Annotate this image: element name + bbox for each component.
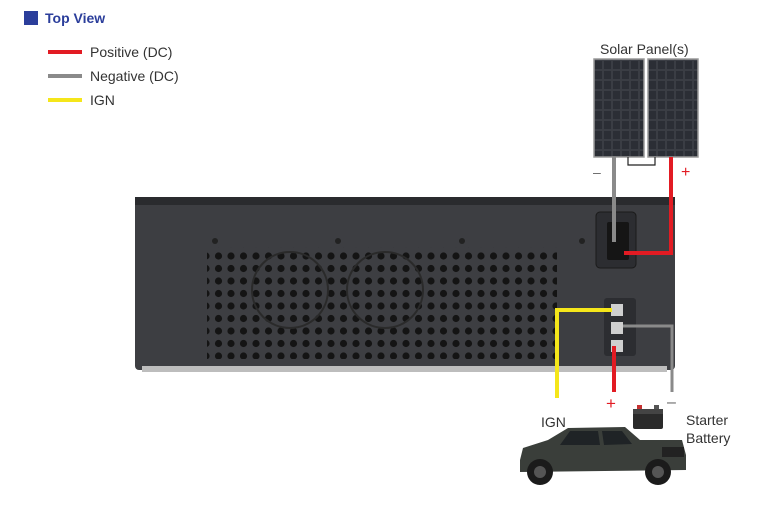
starter-label: Starter [686, 412, 729, 428]
legend-swatch-positive [48, 50, 82, 54]
ign-label: IGN [541, 414, 566, 430]
legend-label: Negative (DC) [90, 68, 179, 84]
battery-plus-label: + [606, 394, 616, 413]
battery-negative-wire [623, 324, 674, 392]
header: Top View [24, 10, 105, 26]
solar-panel-left [593, 58, 645, 158]
solar-panel-label: Solar Panel(s) [600, 41, 689, 57]
legend: Positive (DC) Negative (DC) IGN [48, 40, 179, 112]
solar-positive-wire [624, 157, 673, 255]
vent-holes [207, 247, 557, 359]
inverter-unit [135, 197, 675, 372]
solar-minus-label: – [593, 164, 601, 180]
battery-label: Battery [686, 430, 731, 446]
starter-battery-icon [633, 405, 663, 429]
battery-minus-label: – [667, 394, 676, 411]
legend-swatch-negative [48, 74, 82, 78]
solar-panels [593, 58, 699, 166]
legend-swatch-ign [48, 98, 82, 102]
solar-plus-label: + [681, 164, 691, 181]
legend-label: Positive (DC) [90, 44, 173, 60]
page-title: Top View [45, 10, 106, 26]
title-square-icon [24, 11, 38, 25]
wires [555, 157, 674, 398]
legend-label: IGN [90, 92, 115, 108]
legend-item-positive: Positive (DC) [48, 40, 179, 64]
solar-panel-right [647, 58, 699, 158]
fan-left [251, 251, 329, 329]
legend-item-negative: Negative (DC) [48, 64, 179, 88]
pickup-truck-icon [520, 427, 686, 485]
fan-right [346, 251, 424, 329]
ign-wire [555, 308, 612, 398]
panel-link-wire [627, 157, 656, 166]
legend-item-ign: IGN [48, 88, 179, 112]
